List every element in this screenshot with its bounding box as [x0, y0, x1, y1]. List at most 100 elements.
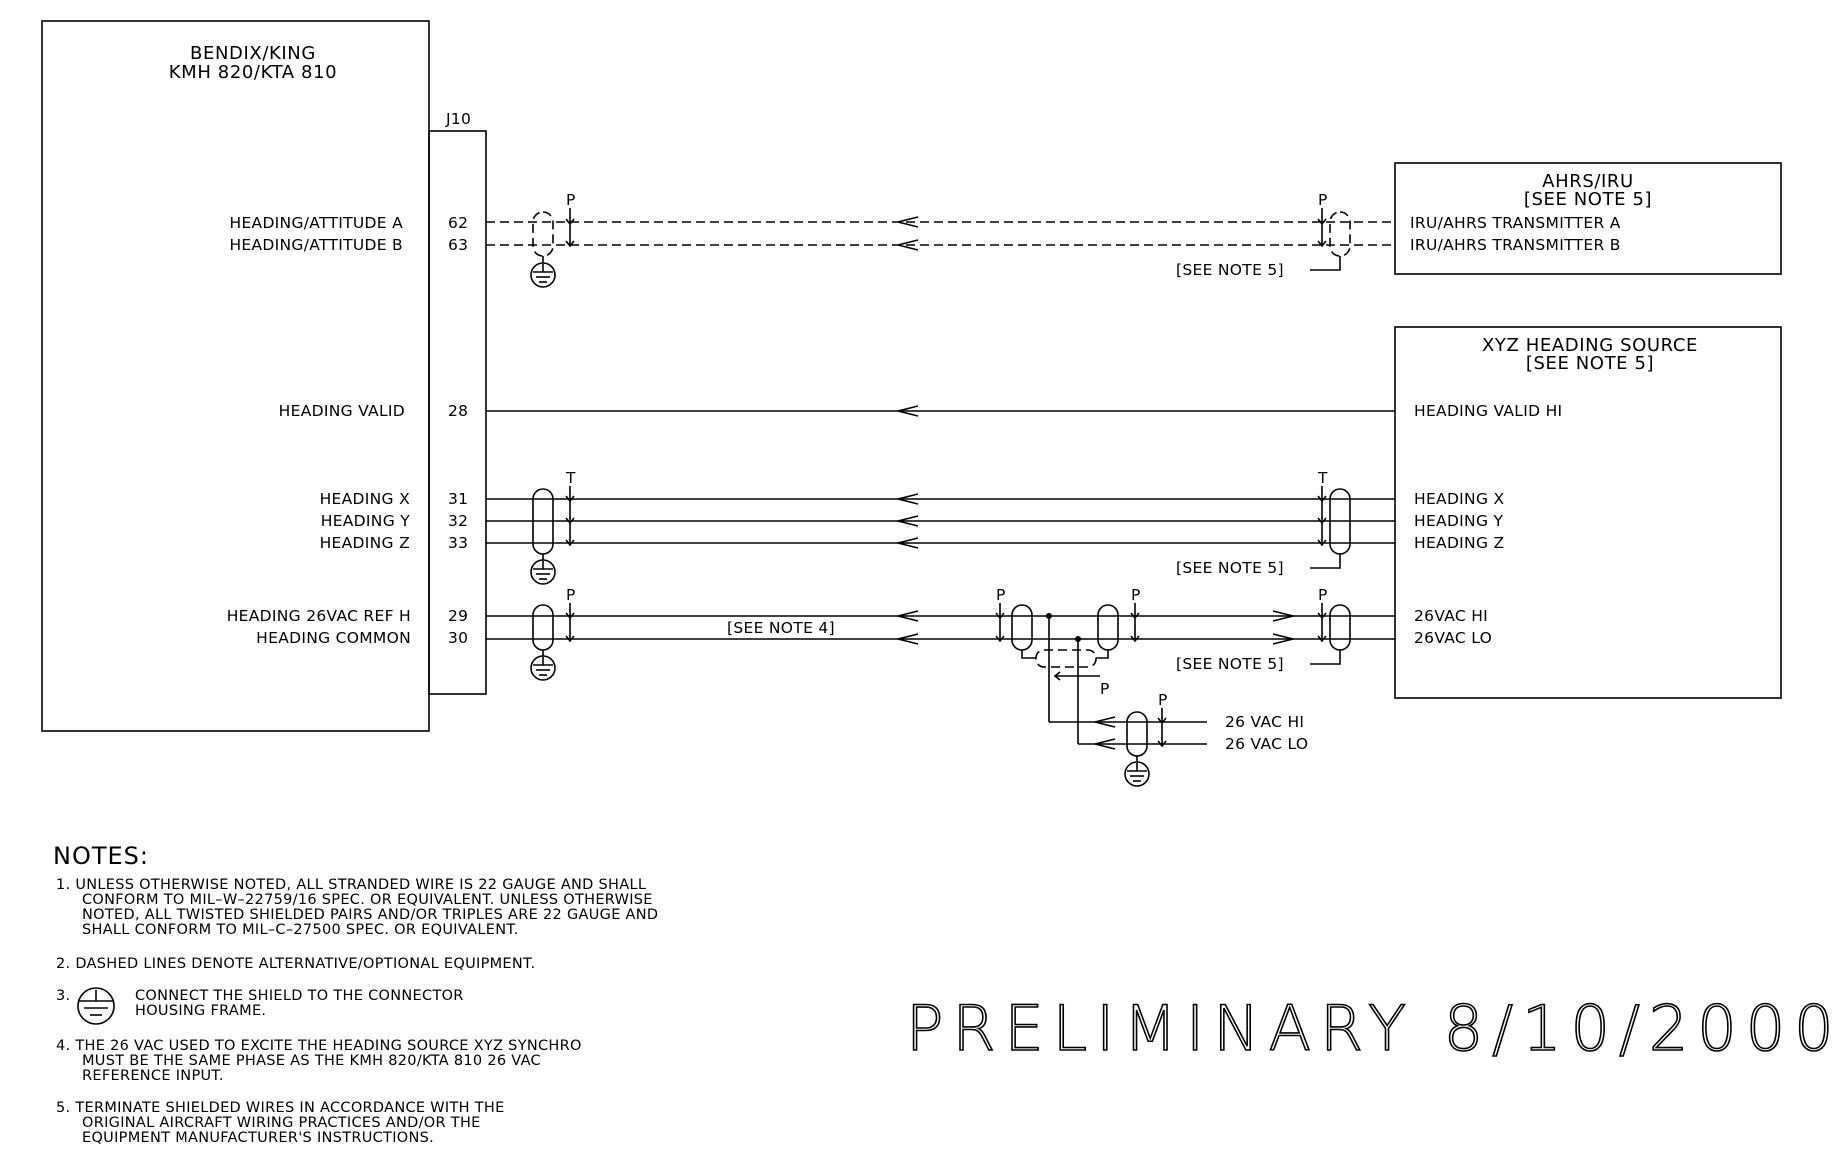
notes-header: NOTES: [53, 842, 149, 870]
xyz-signal-valid: HEADING VALID HI [1414, 402, 1562, 420]
direction-arrows [897, 216, 1294, 750]
pin-label-62: HEADING/ATTITUDE A [230, 214, 404, 232]
pin-label-29: HEADING 26VAC REF H [227, 607, 411, 625]
pin-number-28: 28 [448, 402, 468, 420]
shields [532, 211, 1351, 762]
shield-mid-bridge-right [1096, 650, 1109, 659]
termination-markers [565, 208, 1327, 748]
term-arrow-icon [1157, 708, 1167, 748]
shield-external [1126, 711, 1148, 757]
chassis-ground-icon [530, 262, 556, 288]
note-4-line-2: MUST BE THE SAME PHASE AS THE KMH 820/KT… [82, 1053, 541, 1069]
chassis-ground-icon [530, 655, 556, 681]
bendix-king-unit: BENDIX/KING KMH 820/KTA 810 J10 HEADING/… [41, 20, 487, 732]
shield-mid-right [1097, 604, 1119, 651]
external-26vac-lo: 26 VAC LO [1225, 735, 1308, 753]
arrow-left-30 [897, 633, 919, 645]
pin-number-62: 62 [448, 214, 468, 232]
term-arrow-icon [1317, 603, 1327, 643]
pin-label-30: HEADING COMMON [256, 629, 411, 647]
p-label: P [566, 191, 576, 209]
arrow-left-26vac-hi [1094, 716, 1116, 728]
xyz-signal-y: HEADING Y [1414, 512, 1503, 530]
term-arrow-icon [995, 603, 1005, 643]
termination-labels: P P T T P P P P P P [565, 191, 1328, 709]
arrow-left-33 [897, 537, 919, 549]
note-4-line-3: REFERENCE INPUT. [82, 1068, 224, 1084]
term-arrow-icon [1130, 603, 1140, 643]
shield-mid-bridge [1035, 649, 1097, 668]
t-label: T [1317, 469, 1328, 487]
see-note-5-callout: [SEE NOTE 5] [1176, 655, 1284, 673]
arrow-left-32 [897, 515, 919, 527]
see-note-5-callout: [SEE NOTE 5] [1176, 559, 1284, 577]
note-3-line-2: HOUSING FRAME. [135, 1003, 266, 1019]
preliminary-stamp: PRELIMINARY 8/10/2000 [906, 992, 1838, 1065]
note-1-line-3: NOTED, ALL TWISTED SHIELDED PAIRS AND/OR… [82, 907, 658, 923]
bendix-title-1: BENDIX/KING [190, 43, 316, 64]
arrow-left-29 [897, 610, 919, 622]
arrow-left-31 [897, 493, 919, 505]
chassis-ground-icon [1124, 761, 1150, 787]
junction-dot-hi [1046, 613, 1052, 619]
pin-number-30: 30 [448, 629, 468, 647]
see-note-5-callout: [SEE NOTE 5] [1176, 261, 1284, 279]
pin-label-63: HEADING/ATTITUDE B [229, 236, 403, 254]
arrow-right-29 [1272, 610, 1294, 622]
ahrs-signal-b: IRU/AHRS TRANSMITTER B [1410, 236, 1621, 254]
pin-number-31: 31 [448, 490, 468, 508]
pin-label-31: HEADING X [320, 490, 410, 508]
p-label: P [566, 586, 576, 604]
shield-mid-bridge-left [1021, 650, 1036, 659]
p-label: P [1318, 191, 1328, 209]
shield-left-ref [532, 604, 554, 651]
pin-number-63: 63 [448, 236, 468, 254]
arrow-right-30 [1272, 633, 1294, 645]
xyz-heading-source-unit: XYZ HEADING SOURCE [SEE NOTE 5] HEADING … [1394, 326, 1782, 699]
shield-mid-left [1011, 604, 1033, 651]
arrow-left-63 [897, 239, 919, 251]
ahrs-box [1394, 162, 1782, 275]
junction-dot-lo [1075, 636, 1081, 642]
xyz-signal-x: HEADING X [1414, 490, 1504, 508]
bendix-title-2: KMH 820/KTA 810 [169, 62, 337, 83]
pin-label-28: HEADING VALID [279, 402, 405, 420]
p-label: P [996, 586, 1006, 604]
chassis-ground-icon [530, 559, 556, 585]
notes-section: NOTES: 1. UNLESS OTHERWISE NOTED, ALL ST… [53, 842, 658, 1146]
ground-symbols [530, 262, 1150, 787]
note-2: 2. DASHED LINES DENOTE ALTERNATIVE/OPTIO… [56, 956, 535, 972]
shield-right-ref [1329, 604, 1351, 651]
note-3-number: 3. [56, 988, 70, 1004]
xyz-title: XYZ HEADING SOURCE [1482, 335, 1698, 356]
xyz-box [1394, 326, 1782, 699]
note-1-line-1: 1. UNLESS OTHERWISE NOTED, ALL STRANDED … [56, 877, 646, 893]
ahrs-note: [SEE NOTE 5] [1524, 189, 1652, 210]
note-3-line-1: CONNECT THE SHIELD TO THE CONNECTOR [135, 988, 464, 1004]
arrow-left-62 [897, 216, 919, 228]
arrow-left-28 [897, 405, 919, 417]
note-5-line-3: EQUIPMENT MANUFACTURER'S INSTRUCTIONS. [82, 1130, 434, 1146]
note-callouts: [SEE NOTE 5] [SEE NOTE 5] [SEE NOTE 5] [… [727, 261, 1308, 753]
note-1-line-2: CONFORM TO MIL–W–22759/16 SPEC. OR EQUIV… [82, 892, 653, 908]
term-arrow-icon [1053, 671, 1100, 681]
note-5-line-2: ORIGINAL AIRCRAFT WIRING PRACTICES AND/O… [82, 1115, 481, 1131]
term-arrow-icon [1317, 486, 1327, 547]
pin-label-33: HEADING Z [320, 534, 410, 552]
wires [486, 221, 1395, 745]
shield-right-ref-lead [1310, 650, 1341, 665]
note-5-line-1: 5. TERMINATE SHIELDED WIRES IN ACCORDANC… [56, 1100, 505, 1116]
pin-number-32: 32 [448, 512, 468, 530]
shield-right-ahrs [1329, 211, 1351, 257]
xyz-signal-26vac-hi: 26VAC HI [1414, 607, 1488, 625]
ahrs-title: AHRS/IRU [1542, 171, 1634, 192]
arrow-left-26vac-lo [1094, 738, 1116, 750]
j10-label: J10 [445, 110, 471, 128]
pin-label-32: HEADING Y [321, 512, 410, 530]
shield-left-ahrs [532, 211, 554, 257]
term-arrow-icon [1317, 208, 1327, 248]
ahrs-signal-a: IRU/AHRS TRANSMITTER A [1410, 214, 1621, 232]
p-label: P [1131, 586, 1141, 604]
note-1-line-4: SHALL CONFORM TO MIL–C–27500 SPEC. OR EQ… [82, 922, 519, 938]
